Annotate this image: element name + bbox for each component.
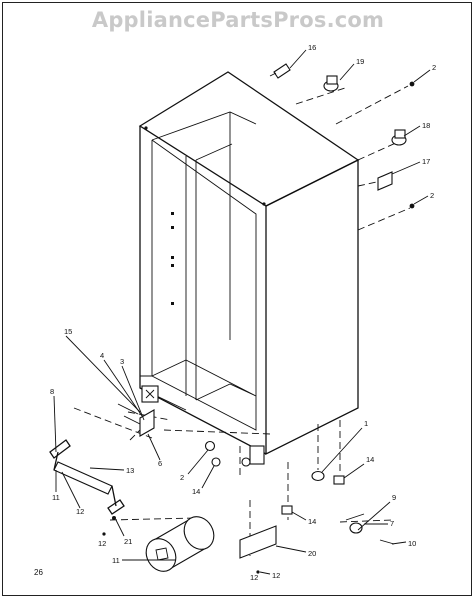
callout-17: 17 xyxy=(422,157,430,166)
refrigerator-cabinet xyxy=(138,71,360,465)
callout-1: 1 xyxy=(364,419,368,428)
part-2-screw-top xyxy=(409,81,415,87)
callout-19: 19 xyxy=(356,57,364,66)
callout-7: 9 xyxy=(392,493,396,502)
callout-16: 16 xyxy=(308,43,316,52)
callout-9: 8 xyxy=(50,387,54,396)
part-1-leg xyxy=(311,470,325,482)
part-21-pin xyxy=(112,516,116,520)
callout-21: 21 xyxy=(124,537,132,546)
callout-4: 4 xyxy=(100,351,104,360)
leader-lines xyxy=(73,85,411,556)
callout-10: 11 xyxy=(112,556,120,565)
part-20-plate xyxy=(239,525,277,559)
callout-14a: 14 xyxy=(366,455,374,464)
part-10-wheel xyxy=(145,516,215,572)
page-number: 26 xyxy=(34,568,43,577)
callout-12d: 12 xyxy=(250,573,258,582)
part-17-bracket xyxy=(377,171,393,191)
callout-labels: 16 19 2 18 17 2 1 14 9 7 10 14 20 12 11 … xyxy=(50,43,436,582)
callout-12c: 12 xyxy=(98,539,106,548)
callout-2b: 2 xyxy=(430,191,434,200)
callout-5: 7 xyxy=(390,519,394,528)
callout-11: 11 xyxy=(52,493,60,502)
callout-2c: 2 xyxy=(180,473,184,482)
callout-leaders xyxy=(53,49,431,575)
callout-14b: 14 xyxy=(308,517,316,526)
part-5-roller xyxy=(345,513,395,545)
diagram-frame xyxy=(2,2,472,596)
part-19-bushing xyxy=(323,75,339,92)
callout-12b: 12 xyxy=(76,507,84,516)
part-16-bolt xyxy=(269,63,291,79)
part-2-screw-bottom xyxy=(204,440,216,452)
callout-2a: 2 xyxy=(432,63,436,72)
part-18-bushing xyxy=(391,129,407,146)
callout-15: 15 xyxy=(64,327,72,336)
callout-8: 10 xyxy=(408,539,416,548)
part-12-pin-bottom xyxy=(256,570,260,574)
part-13-hinge-rod xyxy=(49,439,125,515)
callout-18: 18 xyxy=(422,121,430,130)
part-3-hinge-bracket xyxy=(117,403,155,437)
callout-3: 3 xyxy=(120,357,124,366)
callout-14c: 14 xyxy=(192,487,200,496)
part-2-screw-side xyxy=(409,203,415,209)
watermark: AppliancePartsPros.com xyxy=(91,8,385,32)
callout-6: 6 xyxy=(158,459,162,468)
callout-12a: 12 xyxy=(272,571,280,580)
part-14-leg xyxy=(211,457,345,515)
callout-13: 13 xyxy=(126,466,134,475)
part-12-pin xyxy=(102,532,106,536)
callout-20: 20 xyxy=(308,549,316,558)
